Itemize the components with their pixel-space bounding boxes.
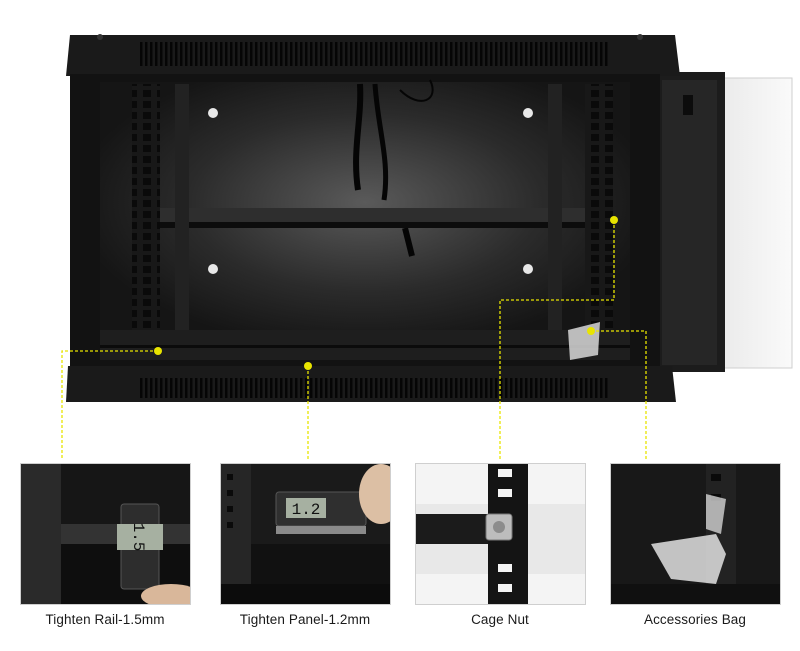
shelf — [160, 208, 590, 228]
right-rack-rail — [548, 84, 613, 346]
top-panel — [66, 34, 680, 76]
caption-tighten-panel: Tighten Panel-1.2mm — [239, 612, 371, 627]
caption-cage-nut: Cage Nut — [471, 612, 529, 627]
callout-dots — [154, 216, 618, 370]
caption-tighten-rail: Tighten Rail-1.5mm — [45, 612, 165, 627]
detail-thumb-rail: 1.5 — [20, 463, 191, 605]
detail-thumb-cage-nut — [415, 463, 586, 605]
keyhole-mounts — [208, 108, 533, 274]
detail-thumb-panel: 1.2 — [220, 463, 391, 605]
caliper-display-rail: 1.5 — [129, 523, 147, 552]
caption-accessories-bag: Accessories Bag — [643, 612, 747, 627]
bottom-panel — [66, 366, 676, 402]
cabinet-illustration — [61, 34, 793, 460]
caliper-display-panel: 1.2 — [292, 501, 321, 519]
power-cable — [353, 79, 434, 257]
left-rack-rail — [132, 84, 189, 346]
callout-lines — [61, 220, 647, 460]
detail-thumb-accessories-bag — [610, 463, 781, 605]
glass-door — [655, 72, 793, 372]
